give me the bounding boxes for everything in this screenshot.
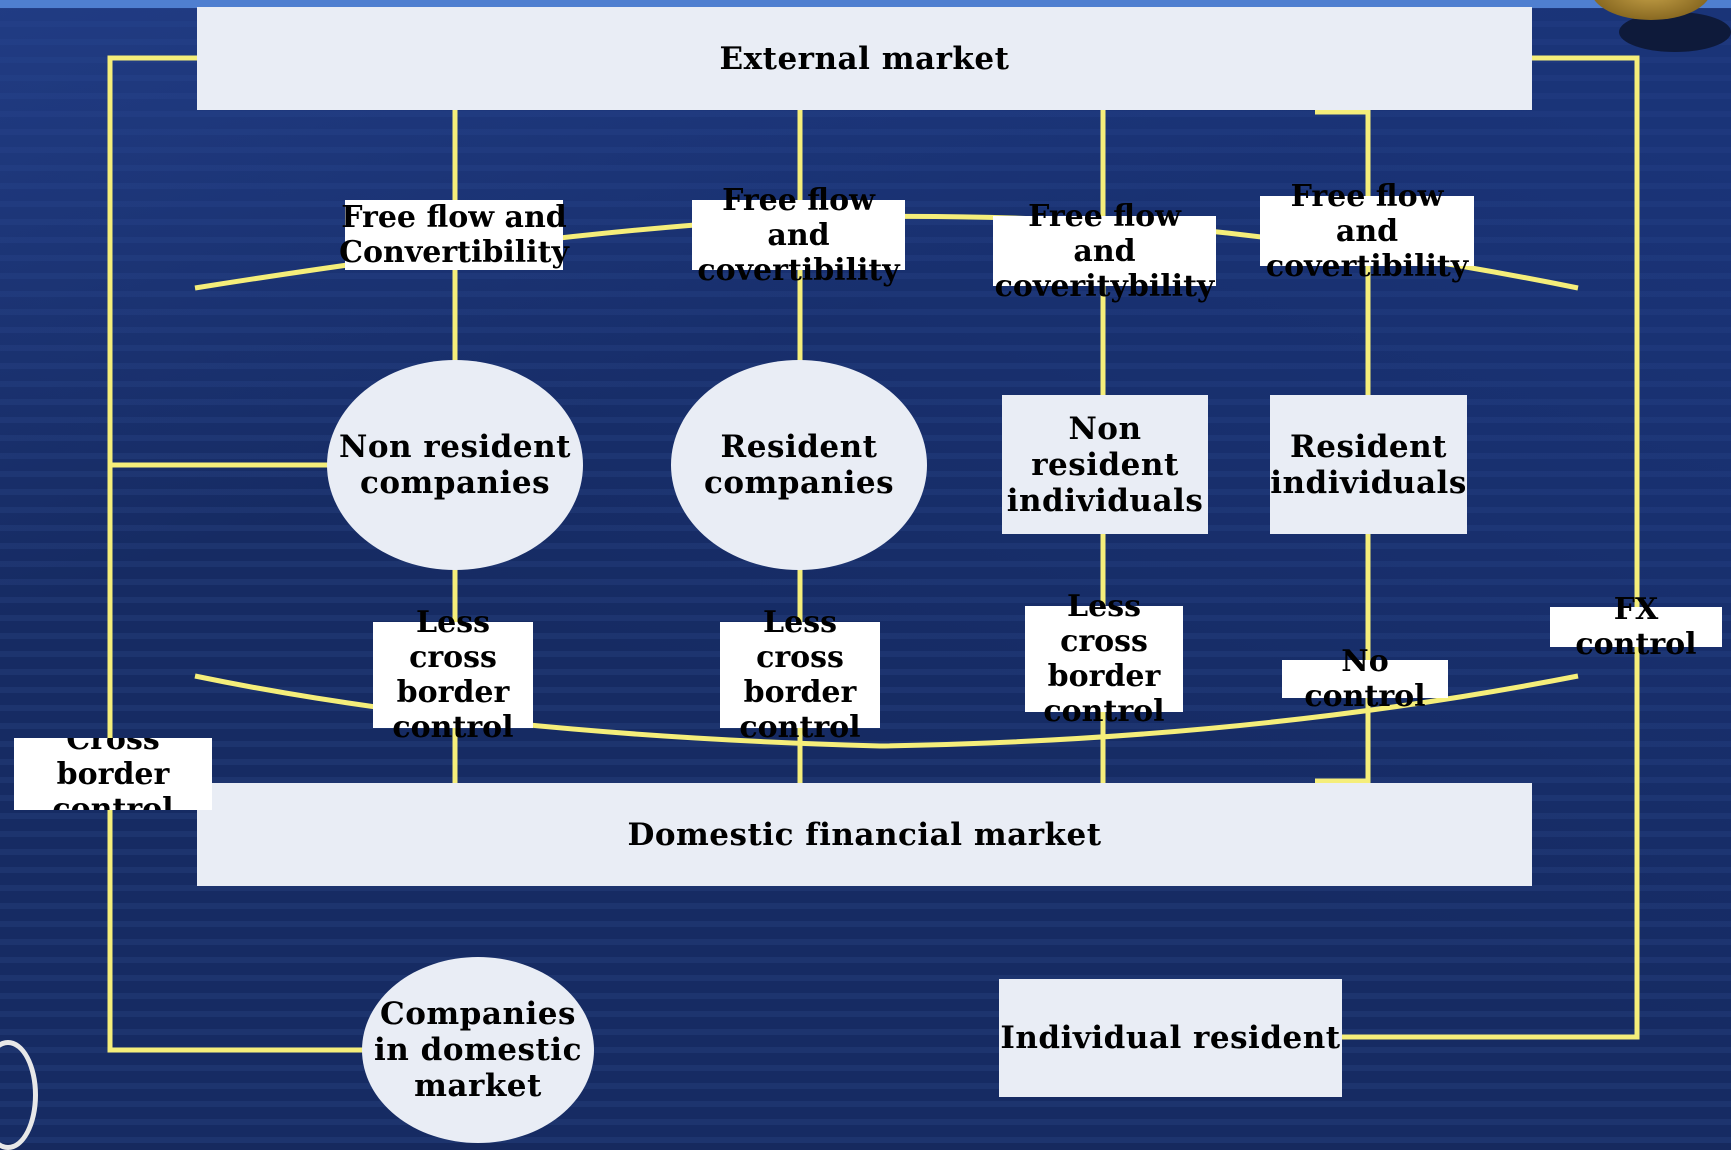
non-resident-individuals-node: Non resident individuals xyxy=(1002,395,1208,534)
resident-companies-label: Resident companies xyxy=(703,429,895,501)
less-control-label-1: Less cross border control xyxy=(373,605,533,745)
free-flow-label-3: Free flow and coveritybility xyxy=(993,199,1216,304)
no-control-label: No control xyxy=(1282,644,1448,714)
external-market-label: External market xyxy=(719,40,1010,77)
resident-individuals-label: Resident individuals xyxy=(1270,428,1467,501)
non-resident-companies-node: Non resident companies xyxy=(327,360,583,570)
less-control-label-2: Less cross border control xyxy=(720,605,880,745)
free-flow-label-1: Free flow and Convertibility xyxy=(339,200,569,270)
individual-resident-node: Individual resident xyxy=(999,979,1342,1097)
domestic-market-box: Domestic financial market xyxy=(197,783,1532,886)
non-resident-individuals-label: Non resident individuals xyxy=(1006,410,1204,519)
external-market-box: External market xyxy=(197,7,1532,110)
companies-domestic-label: Companies in domestic market xyxy=(374,996,582,1104)
cross-border-control-label: Cross border control xyxy=(14,738,212,810)
coin-logo xyxy=(1591,0,1711,20)
companies-domestic-node: Companies in domestic market xyxy=(362,957,594,1143)
fx-control-label: FX control xyxy=(1550,592,1722,662)
less-control-label-3: Less cross border control xyxy=(1025,589,1183,729)
free-flow-label-4: Free flow and covertibility xyxy=(1260,179,1474,284)
domestic-market-label: Domestic financial market xyxy=(627,816,1102,853)
non-resident-companies-label: Non resident companies xyxy=(339,429,571,501)
resident-individuals-node: Resident individuals xyxy=(1270,395,1467,534)
individual-resident-label: Individual resident xyxy=(1000,1020,1341,1056)
free-flow-label-2: Free flow and covertibility xyxy=(692,183,905,288)
top-strip xyxy=(0,0,1731,8)
resident-companies-node: Resident companies xyxy=(671,360,927,570)
